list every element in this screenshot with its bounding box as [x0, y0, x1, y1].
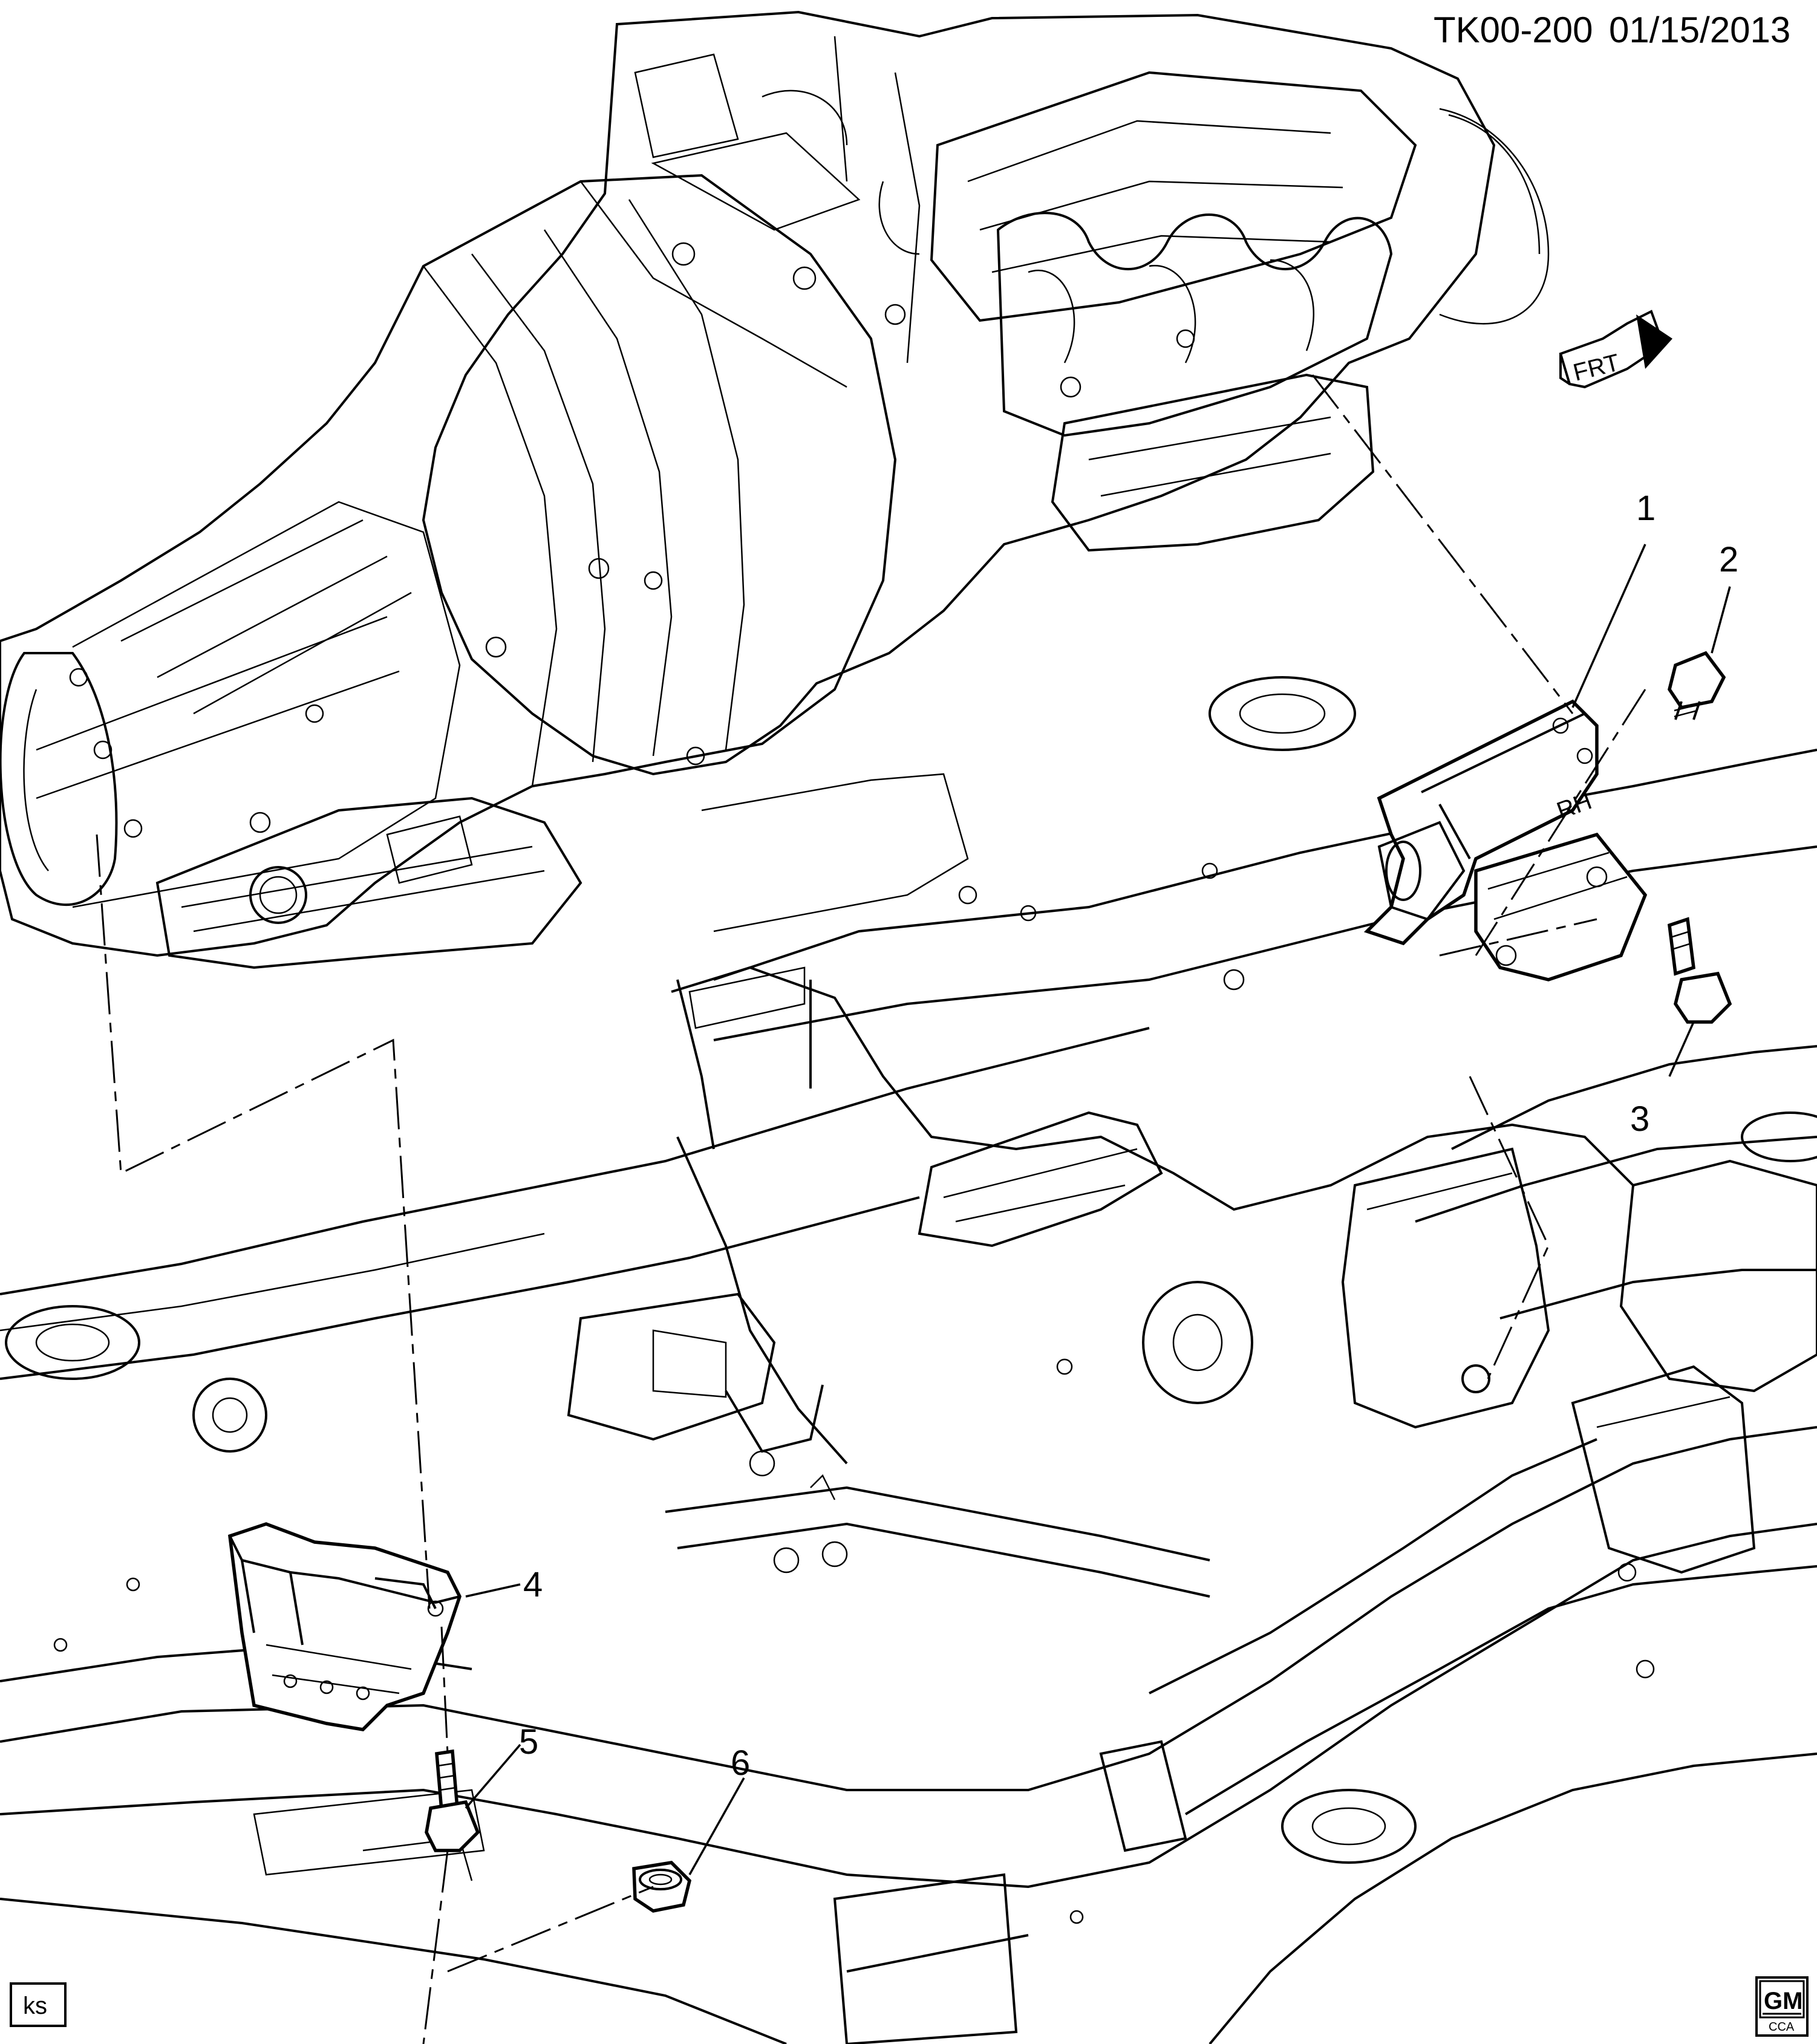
callout-1: 1: [1636, 489, 1656, 528]
engine-assembly: [422, 10, 1550, 776]
part-3-bolt: [1667, 917, 1732, 1024]
part-4-lh-engine-mount: [227, 1522, 462, 1731]
installation-lines: [96, 374, 1646, 2044]
illustrator-tag: ks: [10, 1982, 67, 2027]
front-direction-arrow: FRT: [1559, 310, 1672, 389]
callout-6: 6: [731, 1743, 750, 1783]
front-label: FRT: [1571, 349, 1622, 386]
part-1-rh-engine-mount: RH: [1363, 699, 1648, 981]
callout-leaders: [465, 544, 1731, 1875]
part-2-bolt: [1668, 651, 1726, 720]
part-6-nut: [632, 1861, 692, 1913]
illustrator-tag-text: ks: [23, 1993, 47, 2019]
vehicle-frame: [0, 676, 1817, 2044]
diagram-date: 01/15/2013: [1609, 10, 1790, 50]
part-5-bolt: [425, 1749, 480, 1852]
transmission-assembly: [0, 174, 897, 969]
diagram-code: TK00-200: [1434, 10, 1593, 50]
gm-logo-subtext: CCA: [1769, 2020, 1795, 2034]
gm-logo: GM CCA: [1755, 1976, 1809, 2037]
callout-5: 5: [519, 1722, 538, 1762]
callout-4: 4: [523, 1565, 543, 1604]
callout-2: 2: [1719, 540, 1738, 579]
callout-3: 3: [1630, 1099, 1649, 1139]
gm-logo-letters: GM: [1764, 1988, 1802, 2014]
